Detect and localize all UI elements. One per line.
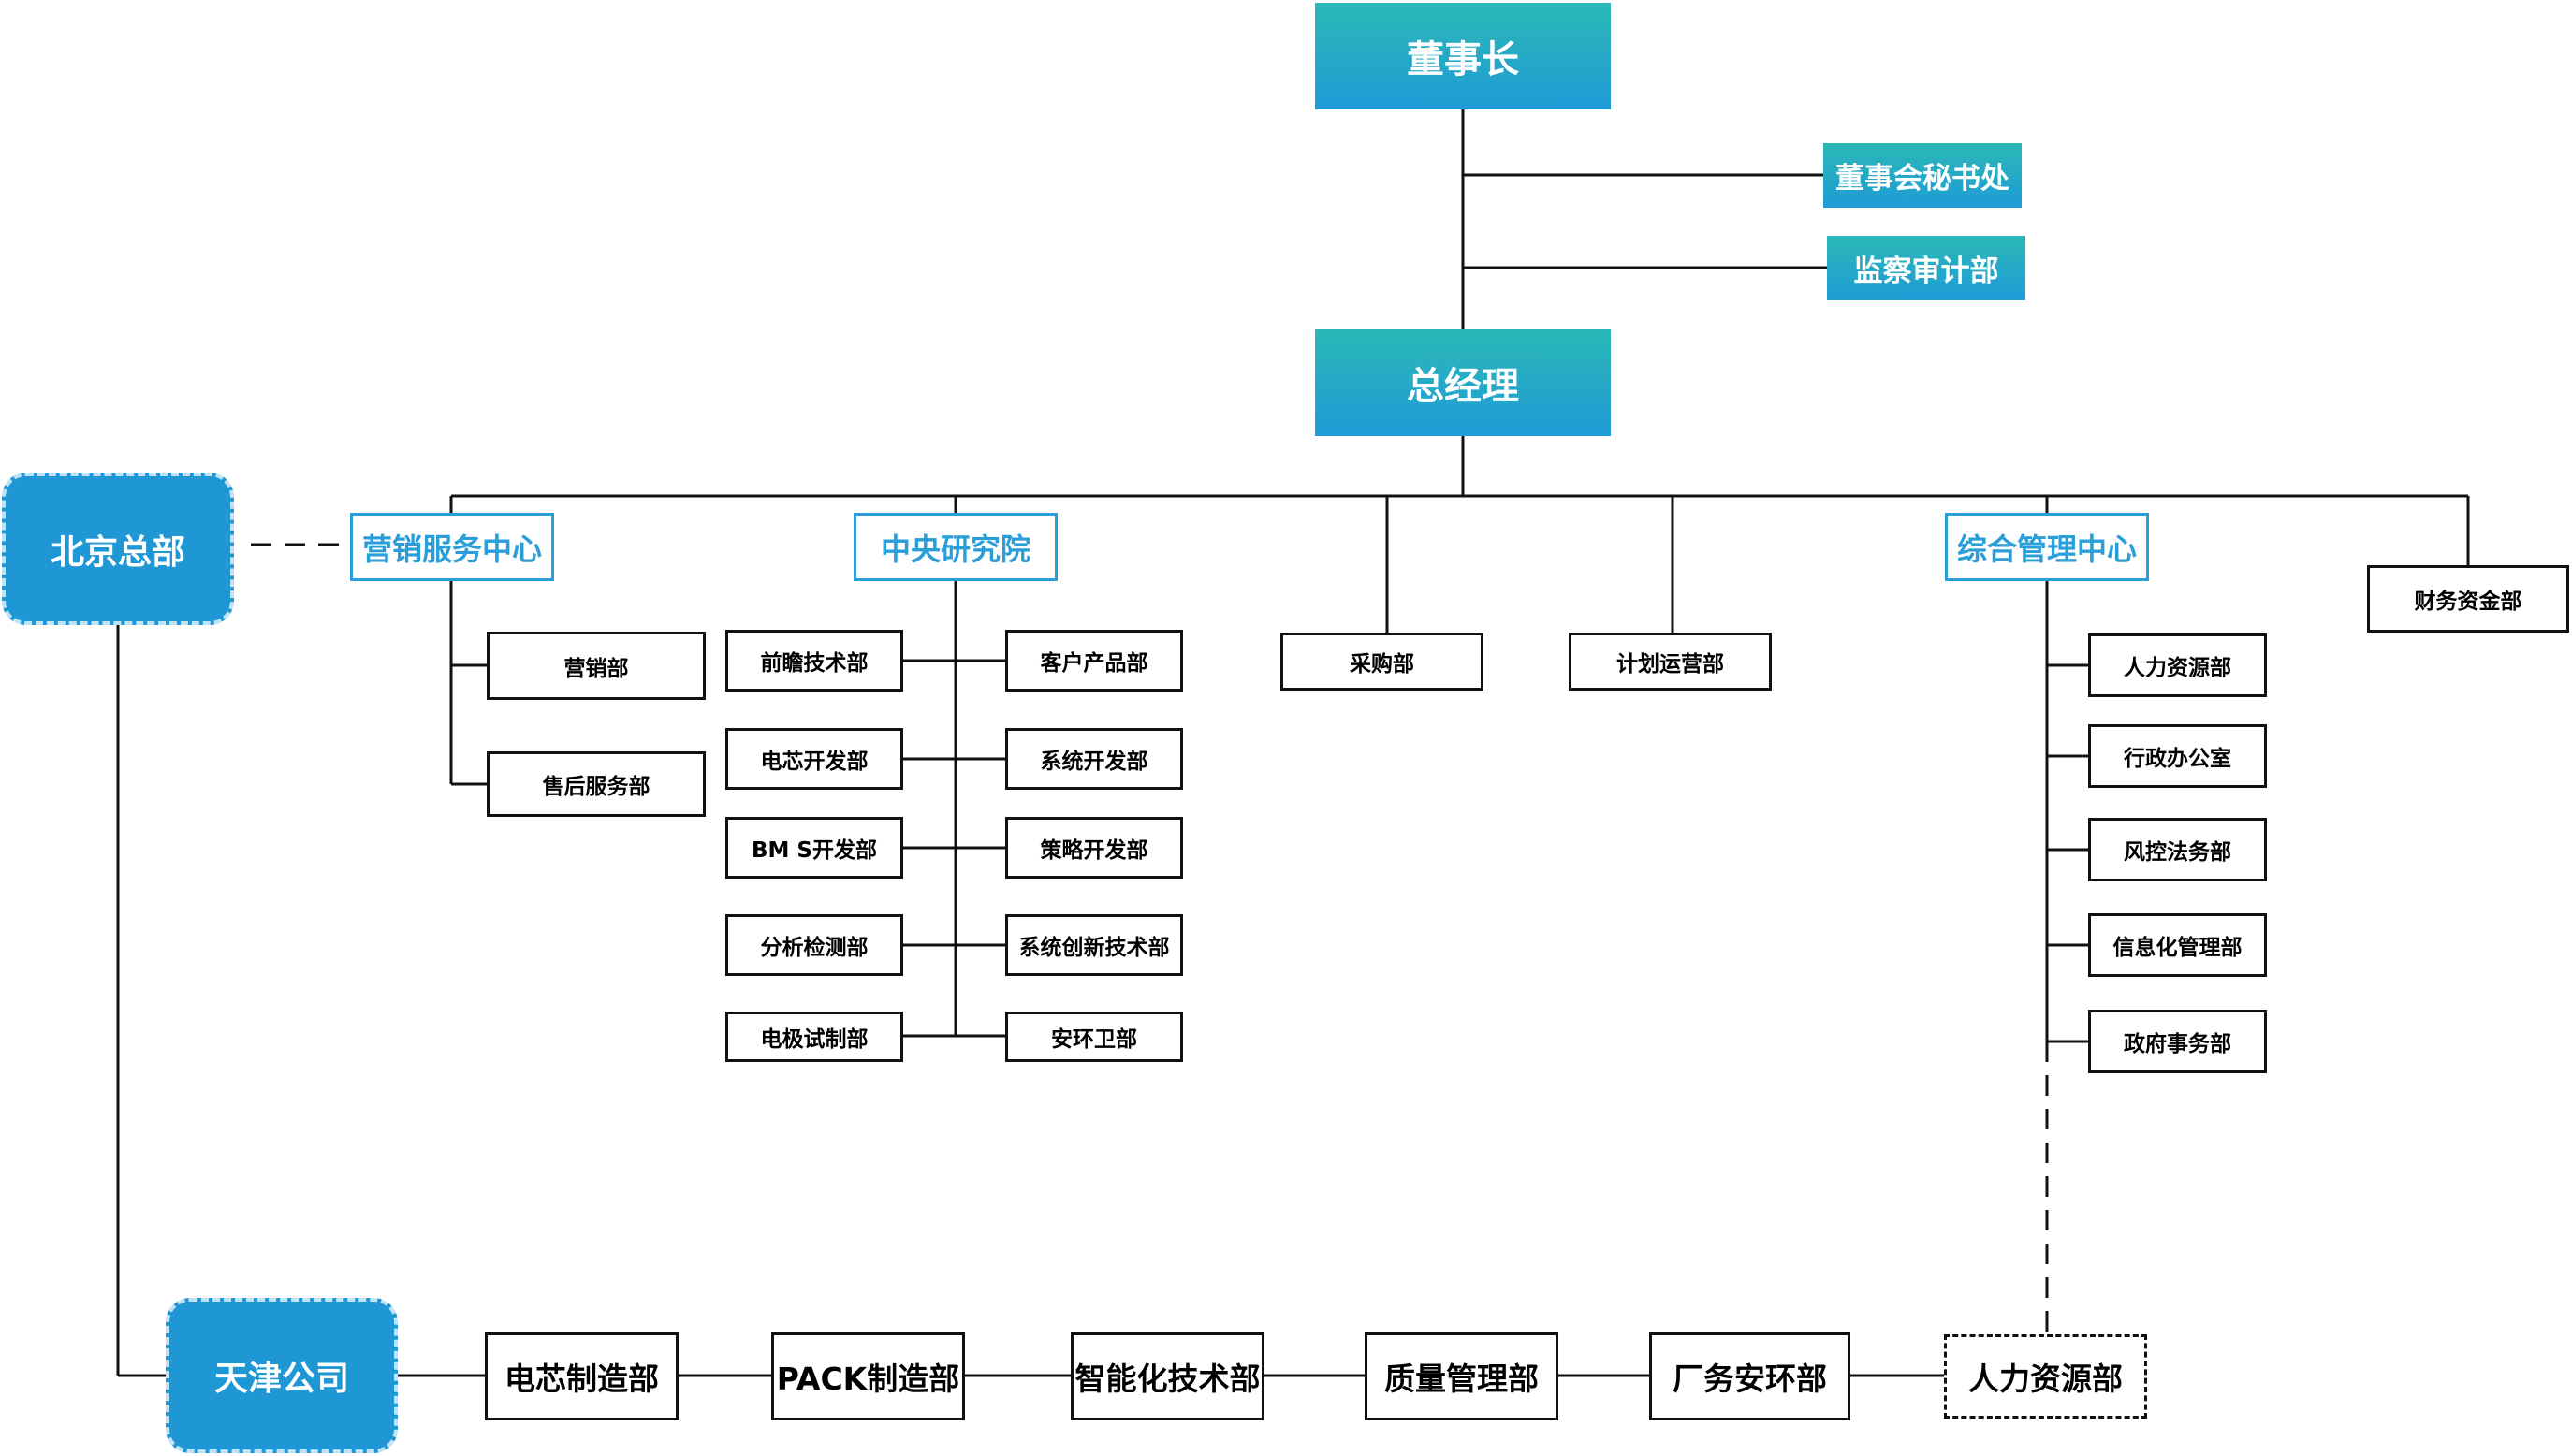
dept-system-dev: 系统开发部 <box>1005 728 1183 790</box>
dept-government-affairs: 政府事务部 <box>2088 1010 2267 1073</box>
dept-system-innovation: 系统创新技术部 <box>1005 914 1183 976</box>
dept-pack-manufacturing: PACK制造部 <box>771 1332 965 1420</box>
dept-plant-ehs: 厂务安环部 <box>1649 1332 1850 1420</box>
dept-bms-dev: BM S开发部 <box>725 817 903 879</box>
dept-cell-dev: 电芯开发部 <box>725 728 903 790</box>
board-secretary-box: 董事会秘书处 <box>1823 143 2022 208</box>
dept-cell-manufacturing: 电芯制造部 <box>485 1332 679 1420</box>
dept-quality-management: 质量管理部 <box>1365 1332 1558 1420</box>
dept-finance: 财务资金部 <box>2367 565 2569 633</box>
dept-ehs: 安环卫部 <box>1005 1012 1183 1062</box>
dept-forward-tech: 前瞻技术部 <box>725 630 903 692</box>
dept-it-management: 信息化管理部 <box>2088 913 2267 977</box>
dept-after-sales: 售后服务部 <box>487 751 706 817</box>
dept-admin-office: 行政办公室 <box>2088 724 2267 788</box>
chairman-box: 董事长 <box>1315 3 1611 109</box>
dept-intelligent-tech: 智能化技术部 <box>1071 1332 1264 1420</box>
dept-risk-legal: 风控法务部 <box>2088 818 2267 881</box>
dept-marketing: 营销部 <box>487 632 706 700</box>
dept-tianjin-hr: 人力资源部 <box>1944 1334 2147 1419</box>
admin-center-box: 综合管理中心 <box>1945 513 2149 581</box>
marketing-center-box: 营销服务中心 <box>350 513 554 581</box>
dept-customer-product: 客户产品部 <box>1005 630 1183 692</box>
dept-hr: 人力资源部 <box>2088 633 2267 697</box>
beijing-hq-box: 北京总部 <box>2 473 234 625</box>
dept-analysis: 分析检测部 <box>725 914 903 976</box>
dept-electrode-trial: 电极试制部 <box>725 1012 903 1062</box>
tianjin-company-box: 天津公司 <box>166 1298 398 1453</box>
general-manager-box: 总经理 <box>1315 329 1611 436</box>
audit-box: 监察审计部 <box>1827 236 2025 300</box>
dept-planning: 计划运营部 <box>1569 633 1772 691</box>
research-institute-box: 中央研究院 <box>854 513 1058 581</box>
dept-strategy-dev: 策略开发部 <box>1005 817 1183 879</box>
dept-procurement: 采购部 <box>1280 633 1483 691</box>
